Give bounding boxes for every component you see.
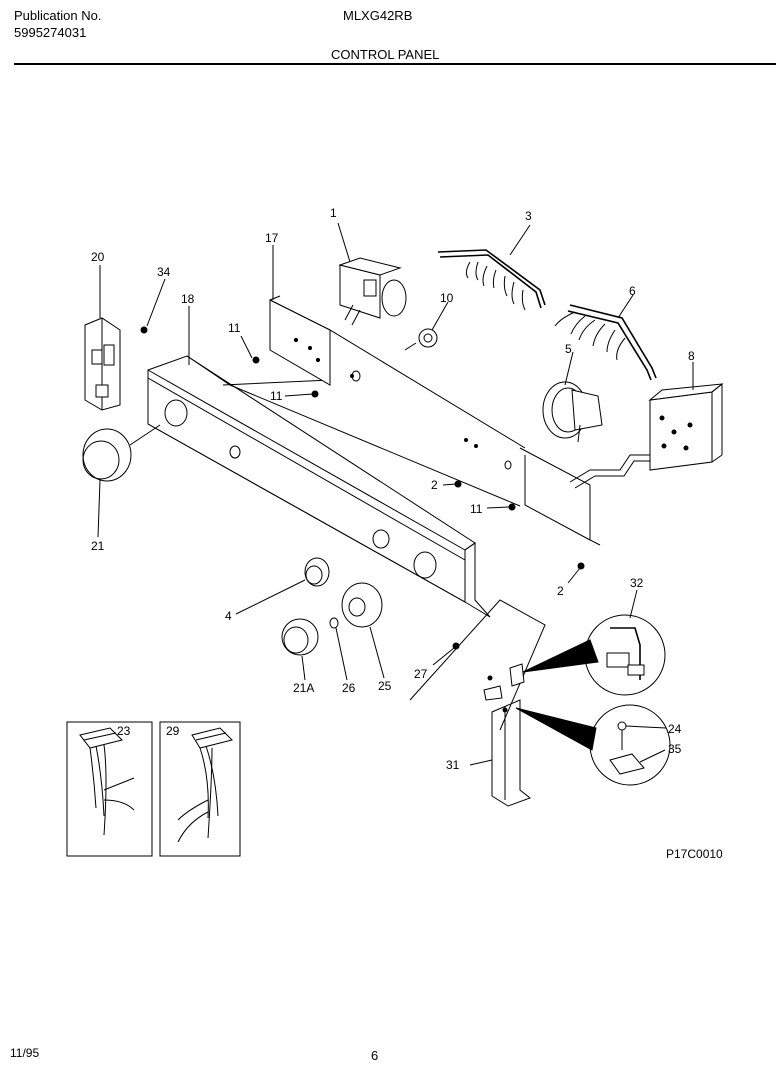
callout-8: 8 xyxy=(688,349,695,363)
callout-3: 3 xyxy=(525,209,532,223)
callout-10: 10 xyxy=(440,291,454,305)
pressure-switch xyxy=(542,381,603,443)
inset-harness-23 xyxy=(66,721,153,857)
inset-harness-29 xyxy=(159,721,241,857)
publication-number: 5995274031 xyxy=(14,25,87,40)
clip-28 xyxy=(329,617,339,629)
bracket-17 xyxy=(269,295,361,386)
section-title: CONTROL PANEL xyxy=(331,47,440,62)
console-panel xyxy=(147,355,491,618)
callout-2a: 2 xyxy=(431,478,438,492)
page-number: 6 xyxy=(371,1048,379,1063)
callout-31: 31 xyxy=(446,758,460,772)
screws xyxy=(140,326,585,650)
callout-27: 27 xyxy=(414,667,428,681)
callout-18: 18 xyxy=(181,292,195,306)
callout-25: 25 xyxy=(378,679,392,693)
knob-stem xyxy=(404,328,438,351)
detail-24-35 xyxy=(515,704,671,786)
figure-code: P17C0010 xyxy=(666,847,723,861)
callout-5: 5 xyxy=(565,342,572,356)
knob-4 xyxy=(304,557,330,587)
knob-21 xyxy=(82,424,161,482)
callout-23: 23 xyxy=(117,724,131,738)
header-rule xyxy=(14,63,776,65)
publication-label: Publication No. xyxy=(14,8,102,23)
callout-21: 21 xyxy=(91,539,105,553)
callout-28: 26 xyxy=(342,681,356,695)
callout-21a: 21A xyxy=(293,681,314,695)
callout-29: 29 xyxy=(166,724,180,738)
callout-11b: 11 xyxy=(270,389,283,403)
wire-harness-6 xyxy=(554,304,657,381)
callout-11a: 11 xyxy=(228,321,241,335)
leader-lines xyxy=(97,222,694,766)
callout-11c: 11 xyxy=(470,502,483,516)
callout-20: 20 xyxy=(91,250,105,264)
callout-labels: 1 3 6 5 8 10 17 18 20 34 11 11 11 2 2 21… xyxy=(91,206,723,861)
callout-1: 1 xyxy=(330,206,337,220)
callout-32: 32 xyxy=(630,576,644,590)
timer xyxy=(338,257,407,326)
footer-date: 11/95 xyxy=(10,1046,40,1060)
callout-2b: 2 xyxy=(557,584,564,598)
callout-17: 17 xyxy=(265,231,279,245)
end-cap-20 xyxy=(84,317,121,411)
wire-harness-3 xyxy=(437,249,546,311)
callout-24: 24 xyxy=(668,722,682,736)
bracket-31 xyxy=(409,599,546,807)
detail-32 xyxy=(522,614,666,696)
callout-4: 4 xyxy=(225,609,232,623)
model-number: MLXG42RB xyxy=(343,8,413,23)
callout-35: 35 xyxy=(668,742,682,756)
temperature-switch xyxy=(569,383,724,489)
knob-21a xyxy=(281,618,319,656)
knob-25 xyxy=(341,582,383,628)
callout-6: 6 xyxy=(629,284,636,298)
callout-34: 34 xyxy=(157,265,171,279)
